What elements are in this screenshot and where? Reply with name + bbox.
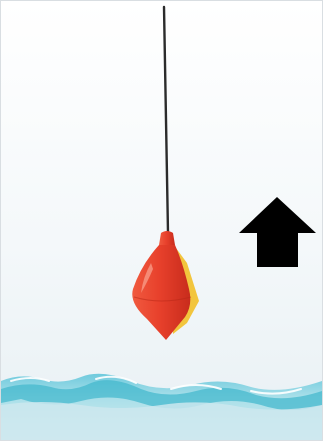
- float-switch: [132, 231, 199, 340]
- arrow-up-icon: [239, 197, 316, 267]
- water-surface: [1, 374, 322, 440]
- cable: [164, 7, 168, 233]
- float-switch-cap: [159, 231, 175, 245]
